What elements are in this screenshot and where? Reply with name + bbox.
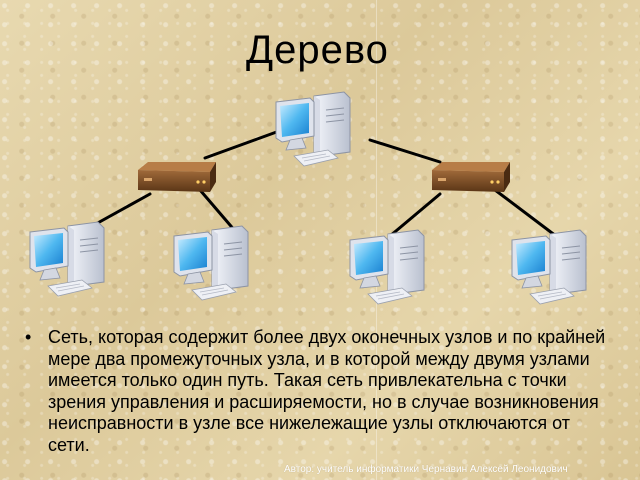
computer-icon-root bbox=[275, 91, 351, 167]
edge-root-hub-left bbox=[203, 128, 284, 160]
computer-icon-leaf-2 bbox=[173, 225, 249, 301]
edge-root-hub-right bbox=[368, 138, 442, 164]
hub-icon-right bbox=[432, 162, 510, 192]
network-tree-diagram bbox=[29, 91, 587, 305]
hub-icon-left bbox=[138, 162, 216, 192]
computer-icon-leaf-1 bbox=[29, 221, 105, 297]
edge-hub-right-leaf-4 bbox=[493, 188, 558, 238]
computer-icon-leaf-3 bbox=[349, 229, 425, 305]
bullet-marker: • bbox=[25, 327, 32, 347]
edge-hub-left-leaf-2 bbox=[198, 188, 238, 234]
body-text: Сеть, которая содержит более двух оконеч… bbox=[48, 327, 606, 455]
author-footer: Автор: учитель информатики Чернавин Алек… bbox=[284, 464, 568, 475]
edge-hub-right-leaf-3 bbox=[388, 192, 442, 238]
body-text-block: • Сеть, которая содержит более двух окон… bbox=[25, 327, 608, 456]
slide-title: Дерево bbox=[246, 28, 389, 72]
computer-icon-leaf-4 bbox=[511, 229, 587, 305]
